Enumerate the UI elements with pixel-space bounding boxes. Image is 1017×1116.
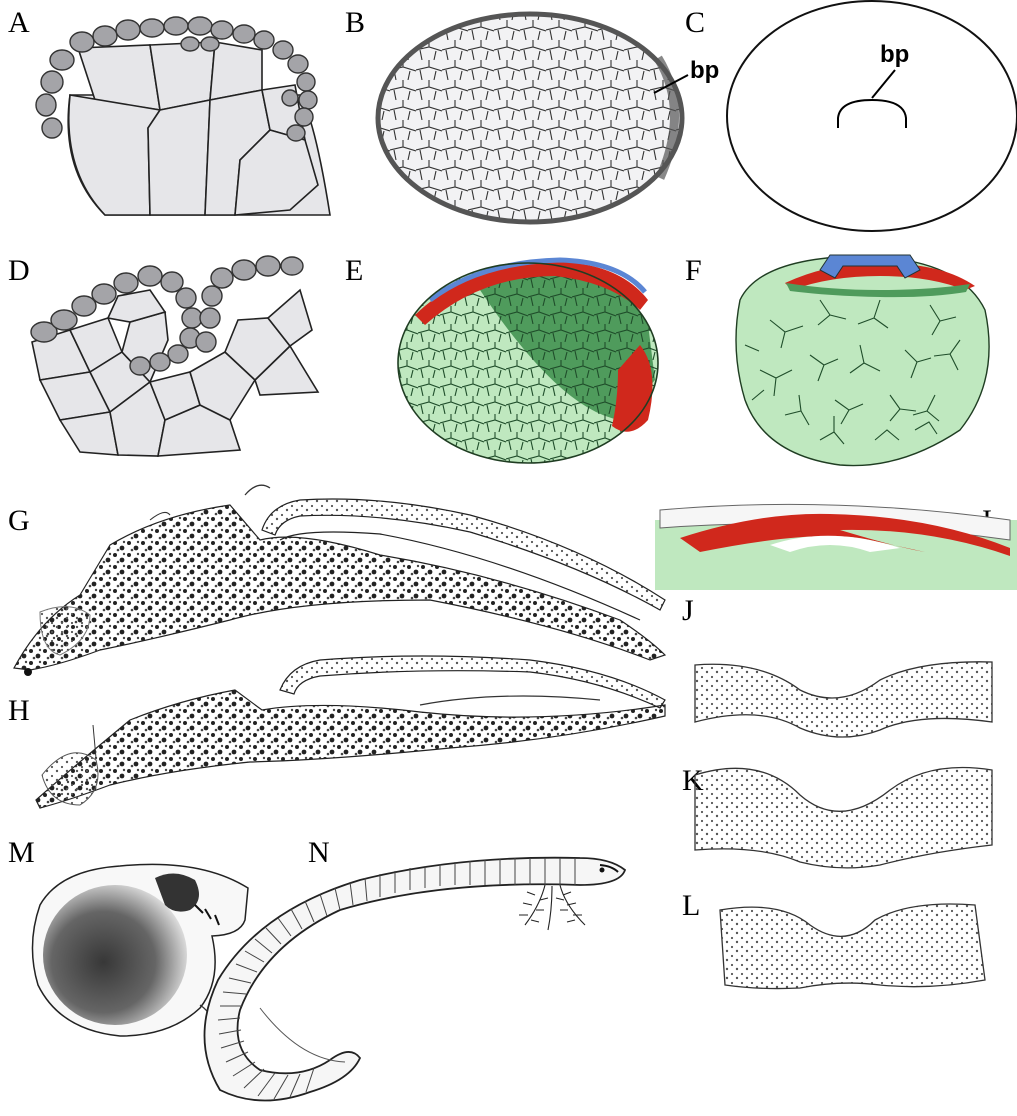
panel-c-embryo-outline xyxy=(727,1,1017,231)
panel-letter-c: C xyxy=(685,6,705,39)
panel-l-neural-plate xyxy=(720,904,985,989)
panel-l: L xyxy=(682,889,985,989)
panel-d: D xyxy=(8,254,318,456)
panel-letter-l: L xyxy=(682,889,700,922)
panel-n-larva-body xyxy=(204,858,625,1101)
panel-letter-g: G xyxy=(8,504,30,537)
panel-g: G xyxy=(8,485,665,676)
panel-h-neural-fold xyxy=(280,656,665,708)
panel-b: B bp xyxy=(345,6,719,224)
panel-letter-e: E xyxy=(345,254,363,287)
panel-letter-n: N xyxy=(308,836,330,869)
panel-c: C bp xyxy=(685,1,1017,231)
panel-letter-b: B xyxy=(345,6,365,39)
panel-j-neural-plate xyxy=(695,662,992,737)
panel-c-bp-label: bp xyxy=(880,41,909,68)
panel-j: J xyxy=(682,594,992,737)
panel-letter-j: J xyxy=(682,594,694,627)
panel-letter-h: H xyxy=(8,694,30,727)
panel-letter-f: F xyxy=(685,254,702,287)
panel-k: K xyxy=(682,764,992,868)
panel-i: I xyxy=(655,504,1017,590)
panel-f: F xyxy=(685,254,989,466)
panel-n: N xyxy=(204,836,625,1101)
panel-g-endoderm-stippled xyxy=(14,505,665,670)
panel-h-endoderm-stippled xyxy=(36,690,665,808)
panel-letter-m: M xyxy=(8,836,35,869)
panel-c-blastopore-lip xyxy=(838,100,906,128)
panel-a: A xyxy=(8,6,330,215)
panel-letter-a: A xyxy=(8,6,30,39)
panel-e: E xyxy=(345,254,665,470)
panel-n-external-gills xyxy=(519,885,585,930)
panel-b-bp-label: bp xyxy=(690,57,719,84)
panel-letter-d: D xyxy=(8,254,30,287)
panel-h: H xyxy=(8,656,665,808)
panel-k-neural-plate xyxy=(695,768,992,868)
panel-m-yolk xyxy=(43,885,187,1025)
